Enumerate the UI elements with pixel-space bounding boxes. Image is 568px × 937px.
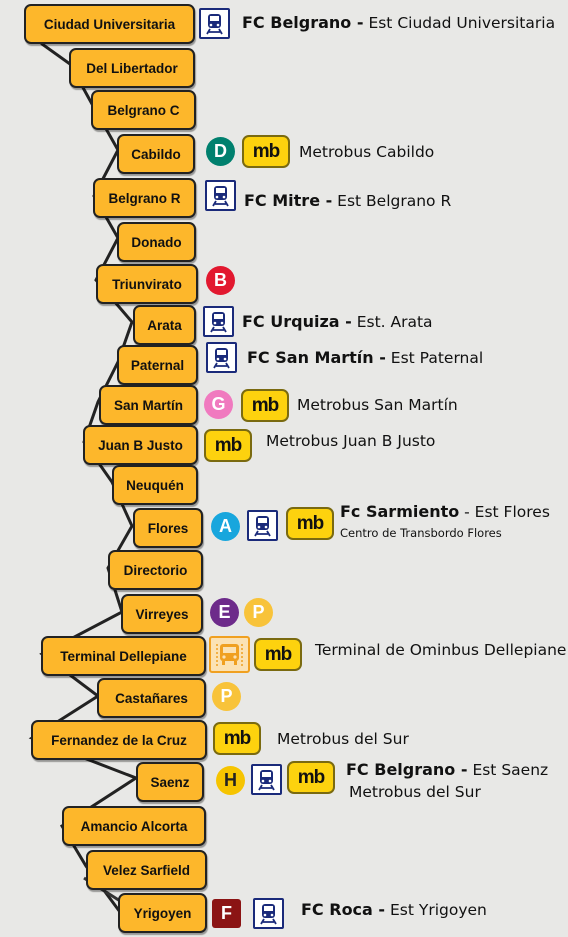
railway-station-name: - Est Flores — [459, 503, 550, 521]
station-directorio[interactable]: Directorio — [108, 550, 203, 590]
train-icon — [253, 898, 284, 929]
station-juan-b-justo[interactable]: Juan B Justo — [83, 425, 198, 465]
connection-label: Metrobus Juan B Justo — [266, 432, 436, 450]
railway-line-name: Fc Sarmiento — [340, 502, 460, 521]
subte-line-e-icon: E — [210, 598, 239, 627]
metrobus-logo: mb — [242, 135, 290, 168]
subte-line-a-icon: A — [211, 512, 240, 541]
station-del-libertador[interactable]: Del Libertador — [69, 48, 195, 88]
railway-line-name: FC Mitre - — [244, 191, 333, 210]
station-belgrano-r[interactable]: Belgrano R — [93, 178, 196, 218]
subte-line-b-icon: B — [206, 266, 235, 295]
connection-label: Metrobus San Martín — [297, 396, 458, 414]
station-ciudad-universitaria[interactable]: Ciudad Universitaria — [24, 4, 195, 44]
train-icon — [251, 764, 282, 795]
train-icon — [203, 306, 234, 337]
train-icon — [205, 180, 236, 211]
station-virreyes[interactable]: Virreyes — [121, 594, 203, 634]
station-yrigoyen[interactable]: Yrigoyen — [118, 893, 207, 933]
connection-label: FC Belgrano - Est Ciudad Universitaria — [242, 13, 555, 32]
metrobus-logo: mb — [213, 722, 261, 755]
station-donado[interactable]: Donado — [117, 222, 196, 262]
station-arata[interactable]: Arata — [133, 305, 196, 345]
subte-line-h-icon: H — [216, 766, 245, 795]
station-amancio-alcorta[interactable]: Amancio Alcorta — [62, 806, 206, 846]
station-castanares[interactable]: Castañares — [97, 678, 206, 718]
subte-line-f-icon: F — [212, 899, 241, 928]
railway-station-name: Est Belgrano R — [332, 192, 452, 210]
railway-line-name: FC Belgrano - — [242, 13, 364, 32]
connection-label: FC Mitre - Est Belgrano R — [244, 191, 451, 210]
station-flores[interactable]: Flores — [133, 508, 203, 548]
station-triunvirato[interactable]: Triunvirato — [96, 264, 198, 304]
railway-station-name: Est. Arata — [351, 313, 433, 331]
railway-line-name: FC San Martín - — [247, 348, 386, 367]
subte-line-g-icon: G — [204, 390, 233, 419]
train-icon — [206, 342, 237, 373]
metrobus-logo: mb — [286, 507, 334, 540]
connection-label: FC San Martín - Est Paternal — [247, 348, 483, 367]
station-velez-sarfield[interactable]: Velez Sarfield — [86, 850, 207, 890]
transfer-center-label: Centro de Transbordo Flores — [340, 526, 502, 540]
station-fernandez-de-la-cruz[interactable]: Fernandez de la Cruz — [31, 720, 207, 760]
station-paternal[interactable]: Paternal — [117, 345, 198, 385]
train-icon — [199, 8, 230, 39]
train-icon — [247, 510, 278, 541]
railway-line-name: FC Urquiza - — [242, 312, 352, 331]
subte-line-d-icon: D — [206, 137, 235, 166]
metrobus-logo: mb — [241, 389, 289, 422]
connection-label: Metrobus Cabildo — [299, 143, 435, 161]
premetro-icon: P — [212, 682, 241, 711]
connection-label: FC Roca - Est Yrigoyen — [301, 900, 487, 919]
metrobus-logo: mb — [254, 638, 302, 671]
connection-label: Terminal de Ominbus Dellepiane — [315, 641, 567, 659]
metrobus-logo: mb — [204, 429, 252, 462]
railway-line-name: FC Roca - — [301, 900, 386, 919]
metrobus-logo: mb — [287, 761, 335, 794]
station-cabildo[interactable]: Cabildo — [117, 134, 195, 174]
station-terminal-dellepiane[interactable]: Terminal Dellepiane — [41, 636, 206, 676]
metrobus-label: Metrobus del Sur — [349, 783, 481, 801]
station-neuquen[interactable]: Neuquén — [112, 465, 198, 505]
railway-station-name: Est Yrigoyen — [385, 901, 487, 919]
connection-label: Fc Sarmiento - Est Flores — [340, 502, 550, 521]
railway-station-name: Est Ciudad Universitaria — [363, 14, 556, 32]
station-saenz[interactable]: Saenz — [136, 762, 204, 802]
connection-label: FC Belgrano - Est Saenz — [346, 760, 548, 779]
station-san-martin[interactable]: San Martín — [99, 385, 198, 425]
railway-station-name: Est Saenz — [467, 761, 549, 779]
premetro-icon: P — [244, 598, 273, 627]
railway-station-name: Est Paternal — [385, 349, 484, 367]
bus-terminal-icon — [209, 636, 250, 673]
connection-label: FC Urquiza - Est. Arata — [242, 312, 433, 331]
connection-label: Metrobus del Sur — [277, 730, 409, 748]
station-belgrano-c[interactable]: Belgrano C — [91, 90, 196, 130]
railway-line-name: FC Belgrano - — [346, 760, 468, 779]
